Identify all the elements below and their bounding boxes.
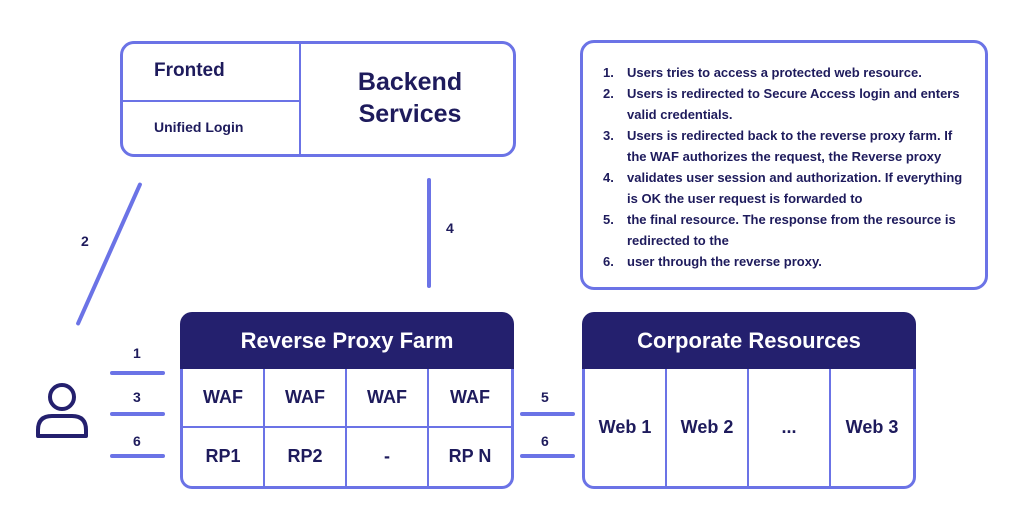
corporate-resources-grid: Web 1 Web 2 ... Web 3: [582, 369, 916, 489]
connector-6-right-line: [520, 454, 575, 458]
frontend-label: Fronted: [154, 60, 225, 81]
proxy-farm-header: Reverse Proxy Farm: [180, 312, 514, 369]
proxy-cell-waf: WAF: [429, 369, 511, 428]
connector-6-left-line: [110, 454, 165, 458]
proxy-cell-rp: RP1: [183, 427, 265, 486]
proxy-cell-rp: RP N: [448, 446, 492, 467]
proxy-cell-waf: WAF: [183, 369, 265, 428]
connector-1-label: 1: [133, 345, 141, 361]
web-resource-cell: ...: [749, 369, 831, 486]
web-resource-cell: Web 1: [585, 369, 667, 486]
info-step: 4.validates user session and authorizati…: [603, 170, 963, 206]
frontend-divider-horizontal: [123, 100, 299, 102]
proxy-cell-waf: WAF: [347, 369, 429, 428]
info-step: 2.Users is redirected to Secure Access l…: [603, 86, 960, 122]
connector-1-line: [110, 371, 165, 375]
connector-2-label: 2: [81, 233, 89, 249]
connector-3-label: 3: [133, 389, 141, 405]
info-step: 5.the final resource. The response from …: [603, 212, 956, 248]
info-step: 1.Users tries to access a protected web …: [603, 65, 922, 80]
connector-2-line: [75, 181, 143, 327]
proxy-cell-rp: RP2: [265, 427, 347, 486]
proxy-cell-rp: -: [347, 427, 429, 486]
user-icon: [34, 380, 90, 440]
connector-6-left-label: 6: [133, 433, 141, 449]
proxy-farm-grid: WAF WAF WAF WAF RP1 RP2 - RP N: [180, 369, 514, 489]
connector-5-line: [520, 412, 575, 416]
info-steps-list: 1.Users tries to access a protected web …: [603, 62, 967, 272]
connector-6-right-label: 6: [541, 433, 549, 449]
info-box: [580, 40, 988, 290]
web-resource-cell: Web 2: [667, 369, 749, 486]
connector-5-label: 5: [541, 389, 549, 405]
backend-services-label: Backend Services: [357, 68, 463, 128]
info-step: 6.user through the reverse proxy.: [603, 254, 822, 269]
web-resource-cell: Web 3: [845, 417, 899, 437]
proxy-cell-waf: WAF: [265, 369, 347, 428]
unified-login-label: Unified Login: [154, 119, 244, 135]
frontend-backend-box: Fronted Unified Login Backend Services: [120, 41, 516, 157]
info-step: 3.Users is redirected back to the revers…: [603, 128, 953, 164]
connector-3-line: [110, 412, 165, 416]
connector-4-label: 4: [446, 220, 454, 236]
frontend-divider-vertical: [299, 44, 301, 154]
connector-4-line: [427, 178, 431, 288]
corporate-resources-header: Corporate Resources: [582, 312, 916, 369]
